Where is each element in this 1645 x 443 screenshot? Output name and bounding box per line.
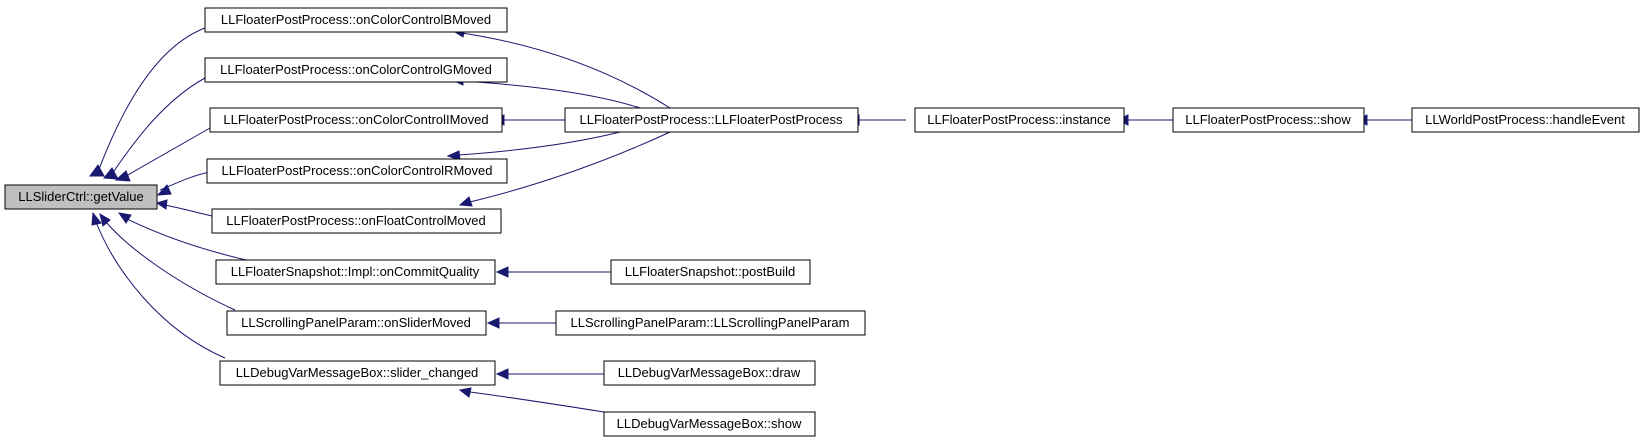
svg-text:LLFloaterSnapshot::Impl::onCom: LLFloaterSnapshot::Impl::onCommitQuality xyxy=(231,264,480,279)
edge-snapPost-to-snapCommit xyxy=(495,266,611,278)
node-oncolorcontrolbmoved[interactable]: LLFloaterPostProcess::onColorControlBMov… xyxy=(204,7,508,33)
node-llsliderctrl-getvalue[interactable]: LLSliderCtrl::getValue xyxy=(4,184,158,210)
edge-fppCtor-to-onR xyxy=(446,131,621,161)
svg-text:LLSliderCtrl::getValue: LLSliderCtrl::getValue xyxy=(18,189,144,204)
node-debugvarmessagebox-show[interactable]: LLDebugVarMessageBox::show xyxy=(603,411,816,437)
svg-text:LLScrollingPanelParam::onSlide: LLScrollingPanelParam::onSliderMoved xyxy=(241,315,471,330)
svg-text:LLScrollingPanelParam::LLScrol: LLScrollingPanelParam::LLScrollingPanelP… xyxy=(571,315,850,330)
svg-text:LLFloaterPostProcess::onColorC: LLFloaterPostProcess::onColorControlBMov… xyxy=(221,12,491,27)
node-snapshot-postbuild[interactable]: LLFloaterSnapshot::postBuild xyxy=(610,259,811,285)
edge-onB-to-getValue xyxy=(89,27,206,177)
edge-snapCommit-to-getValue xyxy=(117,212,256,263)
svg-text:LLFloaterPostProcess::onColorC: LLFloaterPostProcess::onColorControlRMov… xyxy=(222,163,493,178)
node-snapshot-oncommitquality[interactable]: LLFloaterSnapshot::Impl::onCommitQuality xyxy=(215,259,496,285)
edge-dbgDraw-to-dbgSlider xyxy=(495,368,604,380)
edge-scrollSlider-to-getValue xyxy=(99,212,236,311)
node-scrollingpanelparam-ctor[interactable]: LLScrollingPanelParam::LLScrollingPanelP… xyxy=(555,310,866,336)
edge-fppShow-to-fppInstance xyxy=(1115,114,1173,126)
svg-text:LLFloaterPostProcess::onColorC: LLFloaterPostProcess::onColorControlGMov… xyxy=(220,62,492,77)
edge-dbgSlider-to-getValue xyxy=(91,211,226,359)
edge-scrollCtor-to-scrollSlider xyxy=(486,317,556,329)
node-llfloaterpostprocess-show[interactable]: LLFloaterPostProcess::show xyxy=(1172,107,1365,133)
node-llworldpostprocess-handleevent[interactable]: LLWorldPostProcess::handleEvent xyxy=(1411,107,1640,133)
node-debugvarmessagebox-draw[interactable]: LLDebugVarMessageBox::draw xyxy=(603,360,816,386)
edge-onI-to-getValue xyxy=(114,127,211,182)
svg-text:LLFloaterPostProcess::onFloatC: LLFloaterPostProcess::onFloatControlMove… xyxy=(226,213,485,228)
edge-onG-to-getValue xyxy=(103,77,206,180)
svg-text:LLWorldPostProcess::handleEven: LLWorldPostProcess::handleEvent xyxy=(1425,112,1625,127)
svg-text:LLDebugVarMessageBox::show: LLDebugVarMessageBox::show xyxy=(617,416,802,431)
edge-fppCtor-to-onFloat xyxy=(458,131,671,207)
node-debugvarmessagebox-slider-changed[interactable]: LLDebugVarMessageBox::slider_changed xyxy=(219,360,496,386)
node-oncolorcontrolimoved[interactable]: LLFloaterPostProcess::onColorControlIMov… xyxy=(209,107,503,133)
edge-dbgShow-to-dbgSlider xyxy=(458,387,605,413)
edge-onFloat-to-getValue xyxy=(155,199,213,217)
call-graph-edges xyxy=(89,27,1412,413)
svg-text:LLFloaterPostProcess::show: LLFloaterPostProcess::show xyxy=(1185,112,1351,127)
node-oncolorcontrolgmoved[interactable]: LLFloaterPostProcess::onColorControlGMov… xyxy=(204,57,508,83)
svg-text:LLDebugVarMessageBox::slider_c: LLDebugVarMessageBox::slider_changed xyxy=(236,365,479,380)
node-scrollingpanelparam-onslidermoved[interactable]: LLScrollingPanelParam::onSliderMoved xyxy=(226,310,487,336)
svg-text:LLFloaterSnapshot::postBuild: LLFloaterSnapshot::postBuild xyxy=(625,264,796,279)
svg-text:LLDebugVarMessageBox::draw: LLDebugVarMessageBox::draw xyxy=(618,365,801,380)
node-llfloaterpostprocess-instance[interactable]: LLFloaterPostProcess::instance xyxy=(914,107,1125,133)
svg-text:LLFloaterPostProcess::LLFloate: LLFloaterPostProcess::LLFloaterPostProce… xyxy=(579,112,843,127)
call-graph-nodes: LLSliderCtrl::getValue LLFloaterPostProc… xyxy=(4,7,1640,437)
node-onfloatcontrolmoved[interactable]: LLFloaterPostProcess::onFloatControlMove… xyxy=(211,208,502,234)
svg-text:LLFloaterPostProcess::onColorC: LLFloaterPostProcess::onColorControlIMov… xyxy=(223,112,488,127)
edge-onR-to-getValue xyxy=(156,171,211,196)
svg-text:LLFloaterPostProcess::instance: LLFloaterPostProcess::instance xyxy=(927,112,1111,127)
edge-fppCtor-to-onI xyxy=(491,114,567,126)
node-oncolorcontrolrmoved[interactable]: LLFloaterPostProcess::onColorControlRMov… xyxy=(206,158,508,184)
node-llfloaterpostprocess-ctor[interactable]: LLFloaterPostProcess::LLFloaterPostProce… xyxy=(564,107,859,133)
